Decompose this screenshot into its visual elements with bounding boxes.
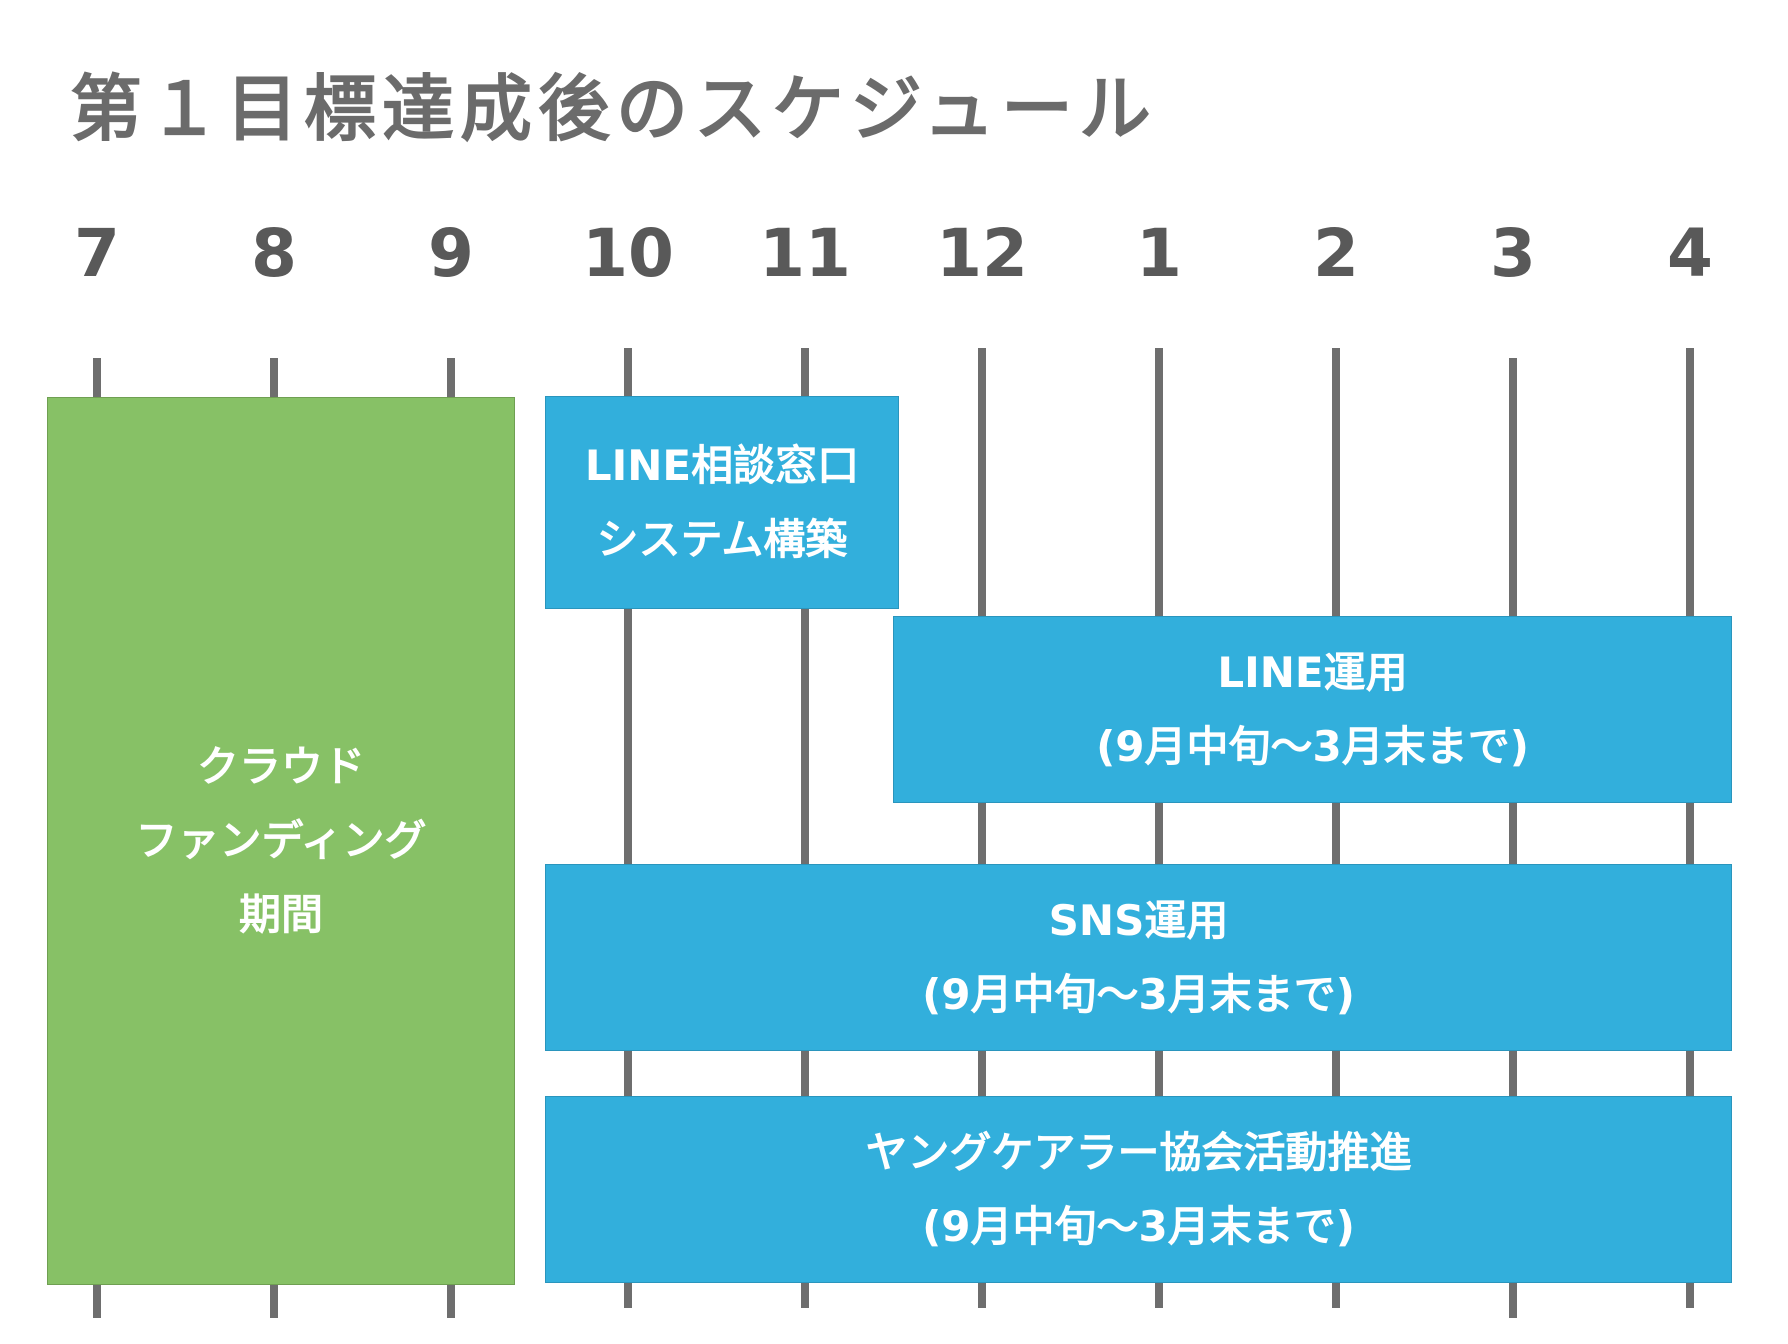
line-system-bar: LINE相談窓口 システム構築 (545, 396, 899, 609)
month-label-1: 1 (1136, 215, 1182, 292)
gridline-4 (1686, 348, 1694, 1308)
month-label-2: 2 (1313, 215, 1359, 292)
month-label-9: 9 (428, 215, 474, 292)
month-label-4: 4 (1667, 215, 1713, 292)
line-ops-bar: LINE運用 (9月中旬〜3月末まで) (893, 616, 1732, 803)
young-carer-bar: ヤングケアラー協会活動推進 (9月中旬〜3月末まで) (545, 1096, 1732, 1283)
sns-ops-label-2: (9月中旬〜3月末まで) (922, 969, 1355, 1019)
line-system-label-1: LINE相談窓口 (584, 440, 860, 490)
young-carer-label-2: (9月中旬〜3月末まで) (922, 1201, 1355, 1251)
sns-ops-label-1: SNS運用 (1048, 895, 1229, 945)
gridline-11 (801, 348, 809, 1308)
crowdfunding-label-3: 期間 (238, 890, 323, 939)
month-label-11: 11 (759, 215, 851, 292)
page-title: 第１目標達成後のスケジュール (70, 67, 1157, 151)
gridline-1 (1155, 348, 1163, 1308)
gridline-3 (1509, 358, 1517, 1318)
gridline-12 (978, 348, 986, 1308)
line-ops-label-1: LINE運用 (1217, 647, 1408, 697)
sns-ops-bar: SNS運用 (9月中旬〜3月末まで) (545, 864, 1732, 1051)
crowdfunding-bar: クラウド ファンディング 期間 (47, 397, 515, 1285)
crowdfunding-label-2: ファンディング (135, 816, 427, 865)
young-carer-label-1: ヤングケアラー協会活動推進 (865, 1127, 1412, 1177)
gridline-2 (1332, 348, 1340, 1308)
month-label-3: 3 (1490, 215, 1536, 292)
month-label-10: 10 (582, 215, 674, 292)
month-label-7: 7 (74, 215, 120, 292)
month-label-8: 8 (251, 215, 297, 292)
month-label-12: 12 (936, 215, 1028, 292)
line-ops-label-2: (9月中旬〜3月末まで) (1096, 721, 1529, 771)
crowdfunding-label-1: クラウド (196, 742, 365, 791)
gridline-10 (624, 348, 632, 1308)
line-system-label-2: システム構築 (596, 514, 848, 564)
